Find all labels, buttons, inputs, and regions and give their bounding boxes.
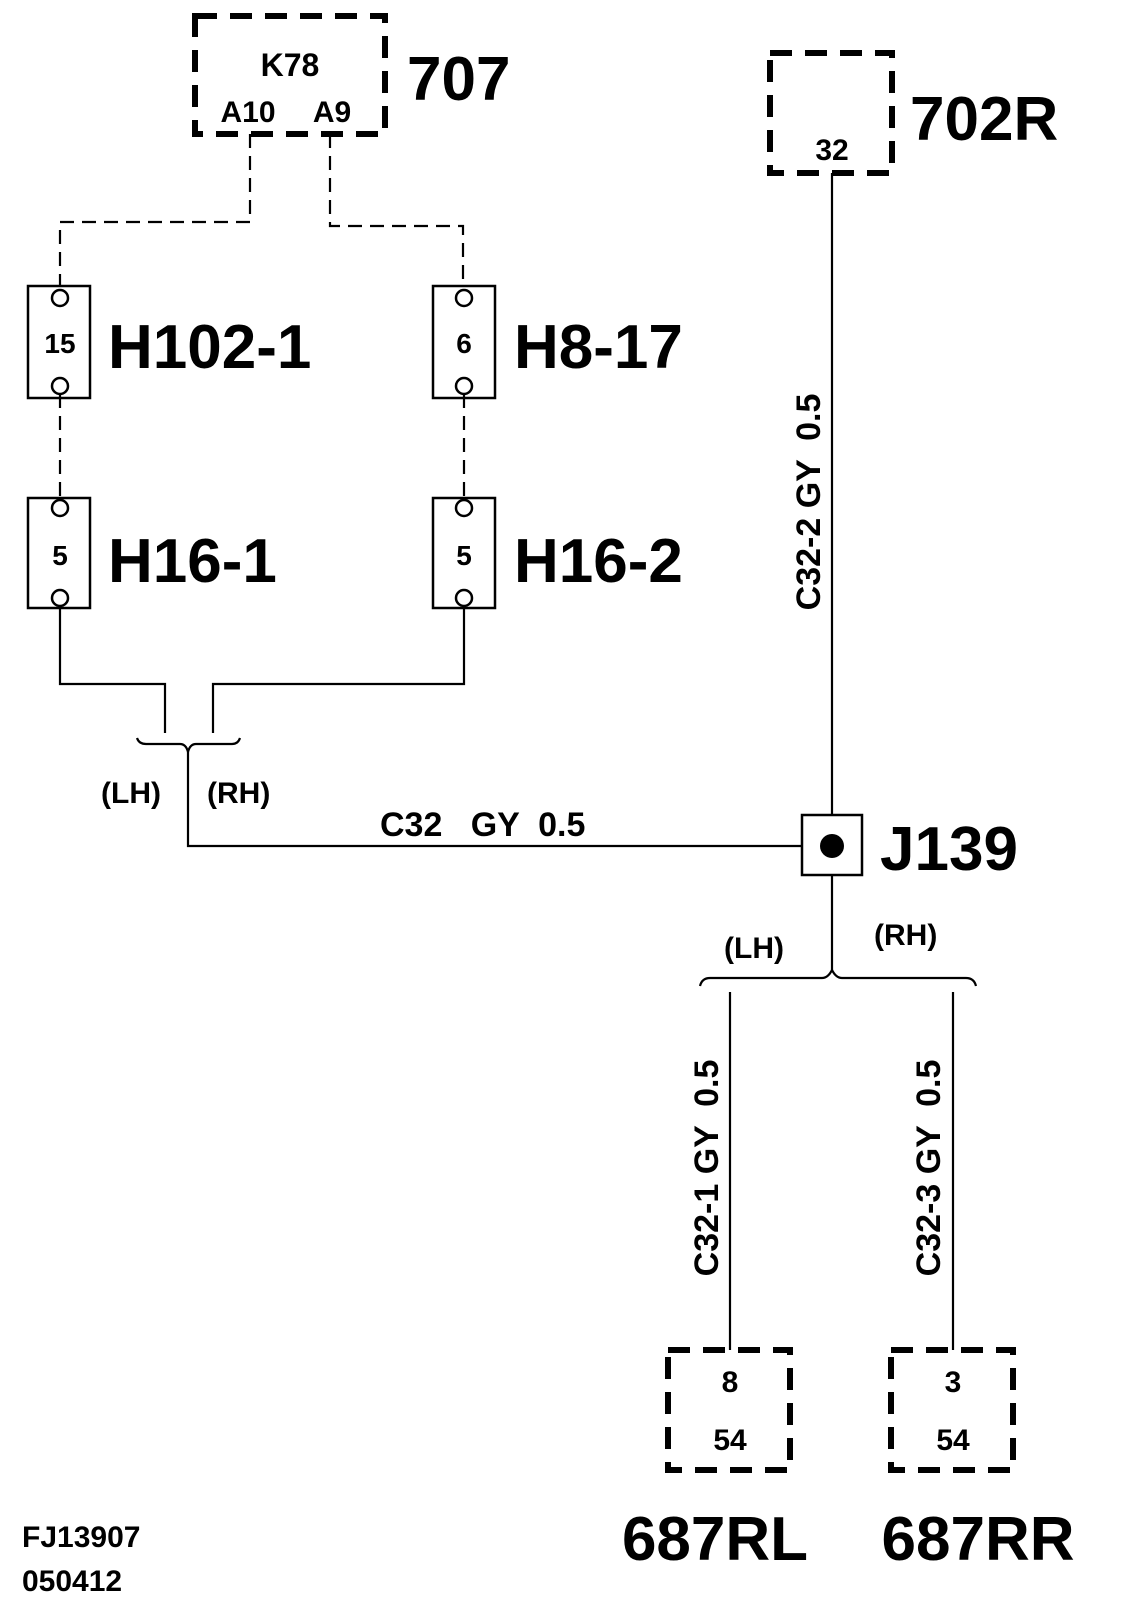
module-702r-box (767, 50, 895, 176)
pin-hole (50, 288, 70, 308)
wire-a9-h817 (328, 134, 465, 292)
pin-hole (454, 376, 474, 396)
wire-h16-1-branch (58, 606, 167, 733)
module-702r-ref: 702R (910, 85, 1058, 154)
footer-code: FJ13907 (22, 1521, 140, 1554)
wire-c32-3-label: C32-3 GY 0.5 (910, 1060, 948, 1277)
pin-hole (454, 498, 474, 518)
lamp-687rr-ref: 687RR (882, 1505, 1075, 1574)
lamp-687rl-box (665, 1347, 793, 1473)
splice-j139-label: J139 (880, 815, 1018, 884)
wire-c32-2-label: C32-2 GY 0.5 (790, 394, 828, 611)
footer: FJ13907 050412 (22, 1521, 140, 1598)
module-702r-pin: 32 (815, 134, 848, 167)
module-707-ref: 707 (407, 45, 510, 114)
connector-h16-1-label: H16-1 (108, 527, 277, 596)
connector-h8-17: 6 H8-17 (431, 284, 683, 400)
connector-h8-17-label: H8-17 (514, 313, 683, 382)
wire-c32 (186, 752, 806, 848)
wire-c32-1-label: C32-1 GY 0.5 (688, 1060, 726, 1277)
footer-date: 050412 (22, 1565, 122, 1598)
connector-h16-2-pin: 5 (456, 540, 472, 571)
wire-c32-label: C32 GY 0.5 (380, 806, 585, 844)
branch-right: (LH) (RH) (698, 919, 978, 987)
splice-dot (820, 834, 844, 858)
branch-left: (LH) (RH) (101, 737, 270, 810)
lamp-687rl: 8 54 687RL (622, 1347, 808, 1574)
module-702r: 32 702R (767, 50, 1058, 176)
connector-h102-1-pin: 15 (44, 328, 75, 359)
module-707-component: K78 (261, 47, 320, 83)
lamp-687rl-num: 54 (713, 1424, 747, 1457)
branch-left-lh: (LH) (101, 777, 161, 810)
lamp-687rr: 3 54 687RR (882, 1347, 1075, 1574)
pin-hole (454, 288, 474, 308)
lamp-687rl-pin: 8 (722, 1366, 739, 1399)
lamp-687rr-box (888, 1347, 1016, 1473)
lamp-687rr-pin: 3 (945, 1366, 962, 1399)
pin-hole (50, 498, 70, 518)
dashed-wires-top (58, 134, 465, 292)
module-707: K78 A10 A9 707 (192, 13, 510, 137)
connector-h102-1-label: H102-1 (108, 313, 311, 382)
wire-h16-2-branch (211, 606, 466, 733)
module-707-pin-a9: A9 (313, 96, 351, 129)
pin-hole (50, 376, 70, 396)
branch-left-rh: (RH) (207, 777, 270, 810)
lamp-687rl-ref: 687RL (622, 1505, 808, 1574)
connector-h16-1: 5 H16-1 (26, 496, 277, 610)
pin-hole (454, 588, 474, 608)
wire-a10-h102 (58, 134, 252, 292)
lamp-687rr-num: 54 (936, 1424, 970, 1457)
connector-h16-2-label: H16-2 (514, 527, 683, 596)
wires-h16-to-branch (58, 606, 466, 733)
branch-right-brace (698, 967, 978, 987)
connector-h16-2: 5 H16-2 (431, 496, 683, 610)
module-707-box (192, 13, 388, 137)
splice-j139: J139 (800, 813, 1018, 884)
connector-h102-1: 15 H102-1 (26, 284, 311, 400)
branch-right-rh: (RH) (874, 919, 937, 952)
branch-left-brace (135, 737, 242, 753)
connector-h8-17-pin: 6 (456, 328, 472, 359)
connector-h16-1-pin: 5 (52, 540, 68, 571)
pin-hole (50, 588, 70, 608)
branch-right-lh: (LH) (724, 932, 784, 965)
module-707-pin-a10: A10 (220, 96, 275, 129)
